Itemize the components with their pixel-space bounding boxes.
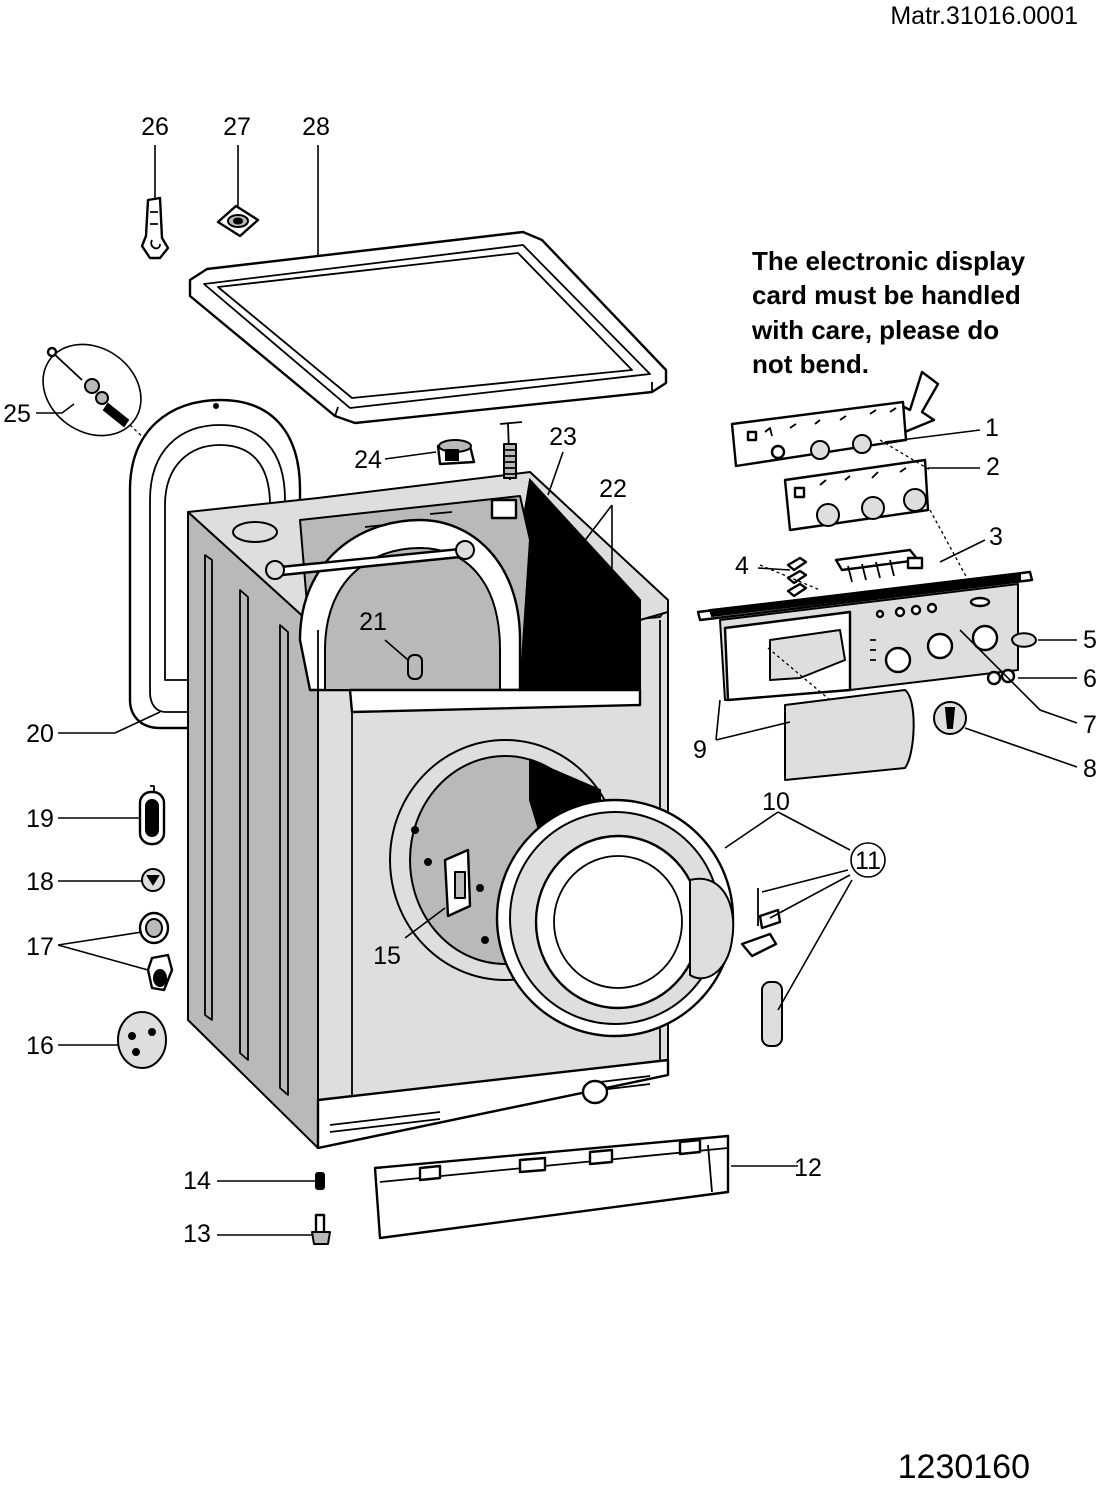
callout-11: 11 — [855, 847, 881, 875]
callout-28: 28 — [302, 113, 330, 141]
callout-13: 13 — [183, 1220, 211, 1248]
part-pump-17 — [138, 911, 174, 992]
model-code: Matr.31016.0001 — [890, 2, 1078, 30]
part-foot-14 — [315, 1172, 325, 1190]
part-display-card-1 — [730, 400, 908, 468]
part-buttons-6 — [986, 668, 1016, 686]
callout-21: 21 — [359, 608, 387, 636]
callout-16: 16 — [26, 1032, 54, 1060]
callout-23: 23 — [549, 423, 577, 451]
part-door-hinge-15 — [411, 826, 489, 944]
part-spring-23 — [499, 421, 523, 481]
part-control-card-2 — [783, 458, 930, 532]
callout-17: 17 — [26, 933, 54, 961]
callout-14: 14 — [183, 1167, 211, 1195]
callout-26: 26 — [141, 113, 169, 141]
notice-line-2: card must be handled — [752, 280, 1021, 310]
part-cap-16 — [117, 1011, 167, 1069]
part-clamp-24 — [436, 439, 476, 466]
callout-11-circle: 11 — [850, 842, 886, 878]
part-door-10 — [495, 798, 735, 1038]
part-top-lid — [188, 230, 668, 425]
callout-6: 6 — [1083, 665, 1097, 693]
callout-7: 7 — [1083, 711, 1097, 739]
part-knob-5 — [1011, 632, 1037, 648]
part-foot-13 — [311, 1213, 331, 1245]
part-handle-kit-11 — [740, 888, 783, 1047]
callout-18: 18 — [26, 868, 54, 896]
callout-9: 9 — [693, 736, 707, 764]
part-grommet — [216, 204, 260, 238]
callout-8: 8 — [1083, 755, 1097, 783]
part-control-console — [696, 570, 1034, 702]
part-keys-4 — [786, 556, 808, 598]
callout-10: 10 — [762, 788, 790, 816]
notice-line-3: with care, please do — [751, 315, 999, 345]
part-latch-21 — [407, 654, 423, 680]
part-valve-18 — [141, 868, 165, 892]
callout-19: 19 — [26, 805, 54, 833]
part-strips-22 — [569, 559, 611, 626]
callout-27: 27 — [223, 113, 251, 141]
callout-3: 3 — [989, 523, 1003, 551]
part-buttons-3 — [834, 548, 924, 583]
part-plinth-12 — [373, 1134, 730, 1240]
part-hinge-hook — [140, 196, 170, 260]
callout-15: 15 — [373, 942, 401, 970]
part-filter-19 — [138, 785, 166, 846]
callout-2: 2 — [986, 453, 1000, 481]
callout-4: 4 — [735, 552, 749, 580]
drawing-number: 1230160 — [898, 1448, 1030, 1485]
part-hinge-kit — [42, 343, 216, 506]
handling-notice: The electronic display card must be hand… — [751, 246, 1026, 379]
leader-lines — [36, 145, 1078, 1236]
callout-numbers: 26 27 28 25 24 23 22 21 20 19 18 17 16 1… — [3, 113, 1097, 1248]
part-cabinet — [187, 471, 670, 1150]
notice-line-4: not bend. — [752, 349, 869, 379]
notice-line-1: The electronic display — [752, 246, 1026, 276]
part-dispenser-9 — [767, 647, 915, 781]
callout-12: 12 — [794, 1154, 822, 1182]
callout-25: 25 — [3, 400, 31, 428]
callout-5: 5 — [1083, 626, 1097, 654]
part-selector-knob-8 — [933, 701, 967, 735]
callout-20: 20 — [26, 720, 54, 748]
callout-22: 22 — [599, 475, 627, 503]
callout-1: 1 — [985, 414, 999, 442]
callout-24: 24 — [354, 446, 382, 474]
